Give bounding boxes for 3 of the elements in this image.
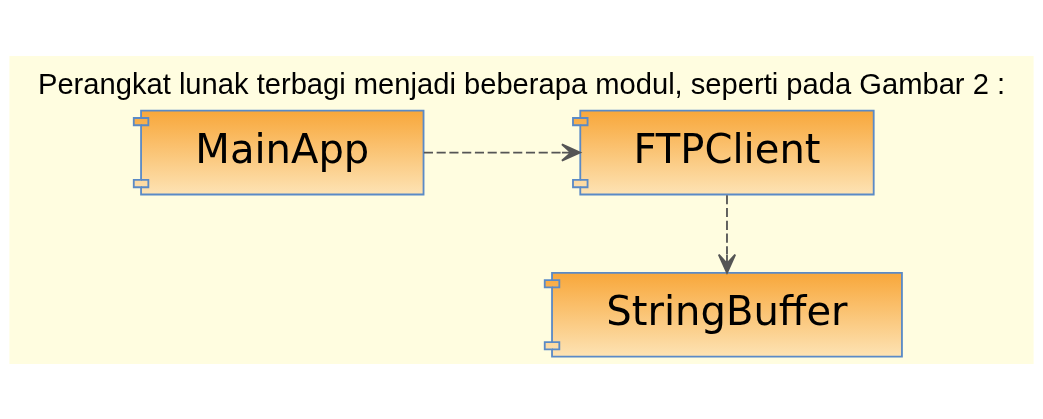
diagram-title: Perangkat lunak terbagi menjadi beberapa modul, seperti pada Gambar 2 : (37, 67, 1006, 100)
arrow (422, 143, 582, 162)
arrow (717, 193, 737, 274)
